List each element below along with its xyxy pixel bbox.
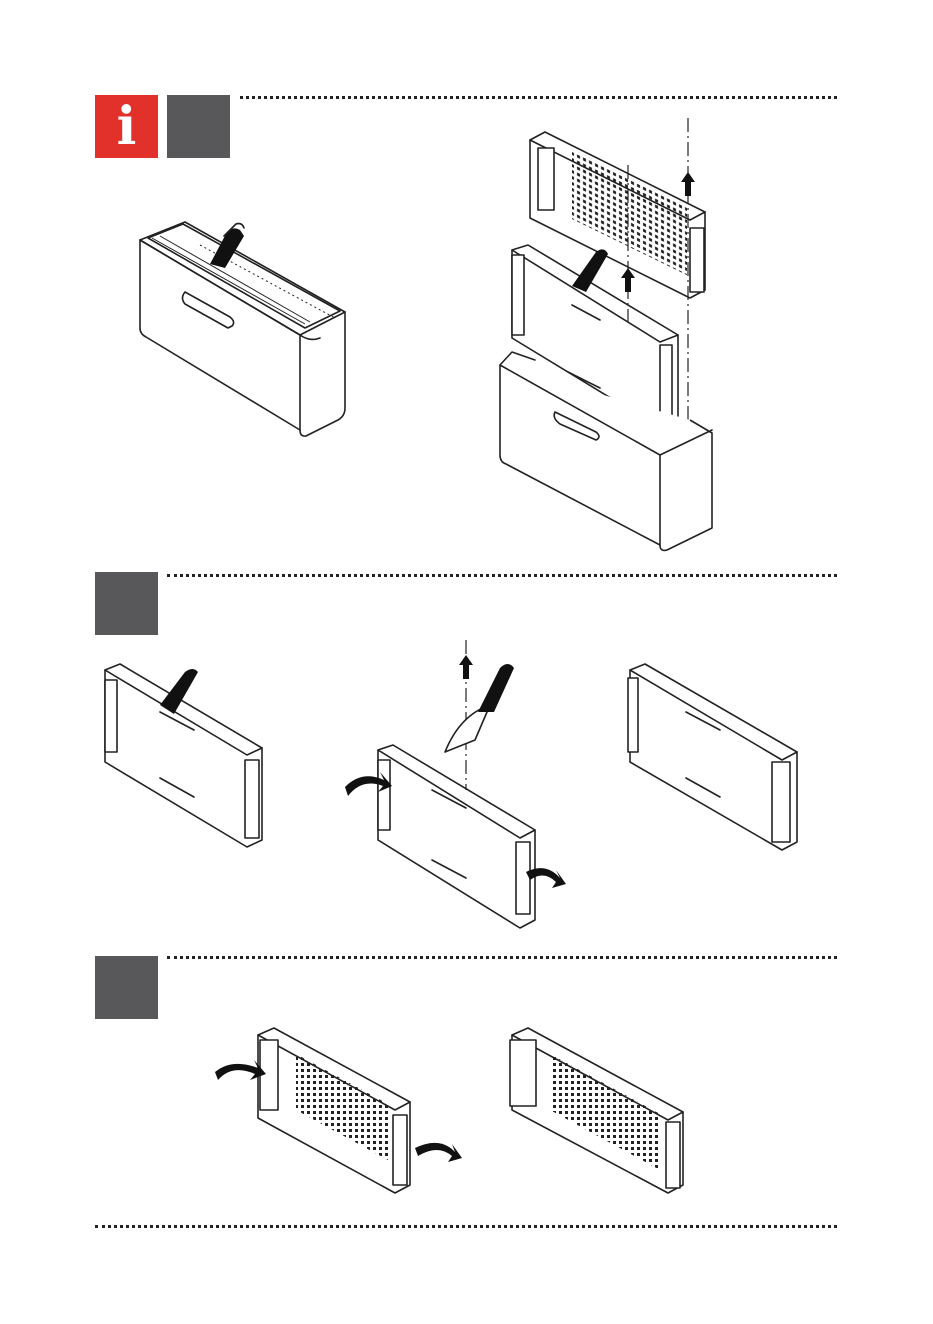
grid-insert-rotate-ends — [215, 1028, 462, 1193]
grid-insert-ends-rotated — [510, 1028, 683, 1193]
cutting-board-with-knife — [105, 664, 262, 847]
knife-block-assembled — [140, 222, 345, 436]
cutting-board-remove-knife-rotate-ends — [345, 640, 566, 928]
knife-block-exploded — [500, 118, 712, 550]
cutting-board-ends-rotated — [628, 664, 797, 850]
